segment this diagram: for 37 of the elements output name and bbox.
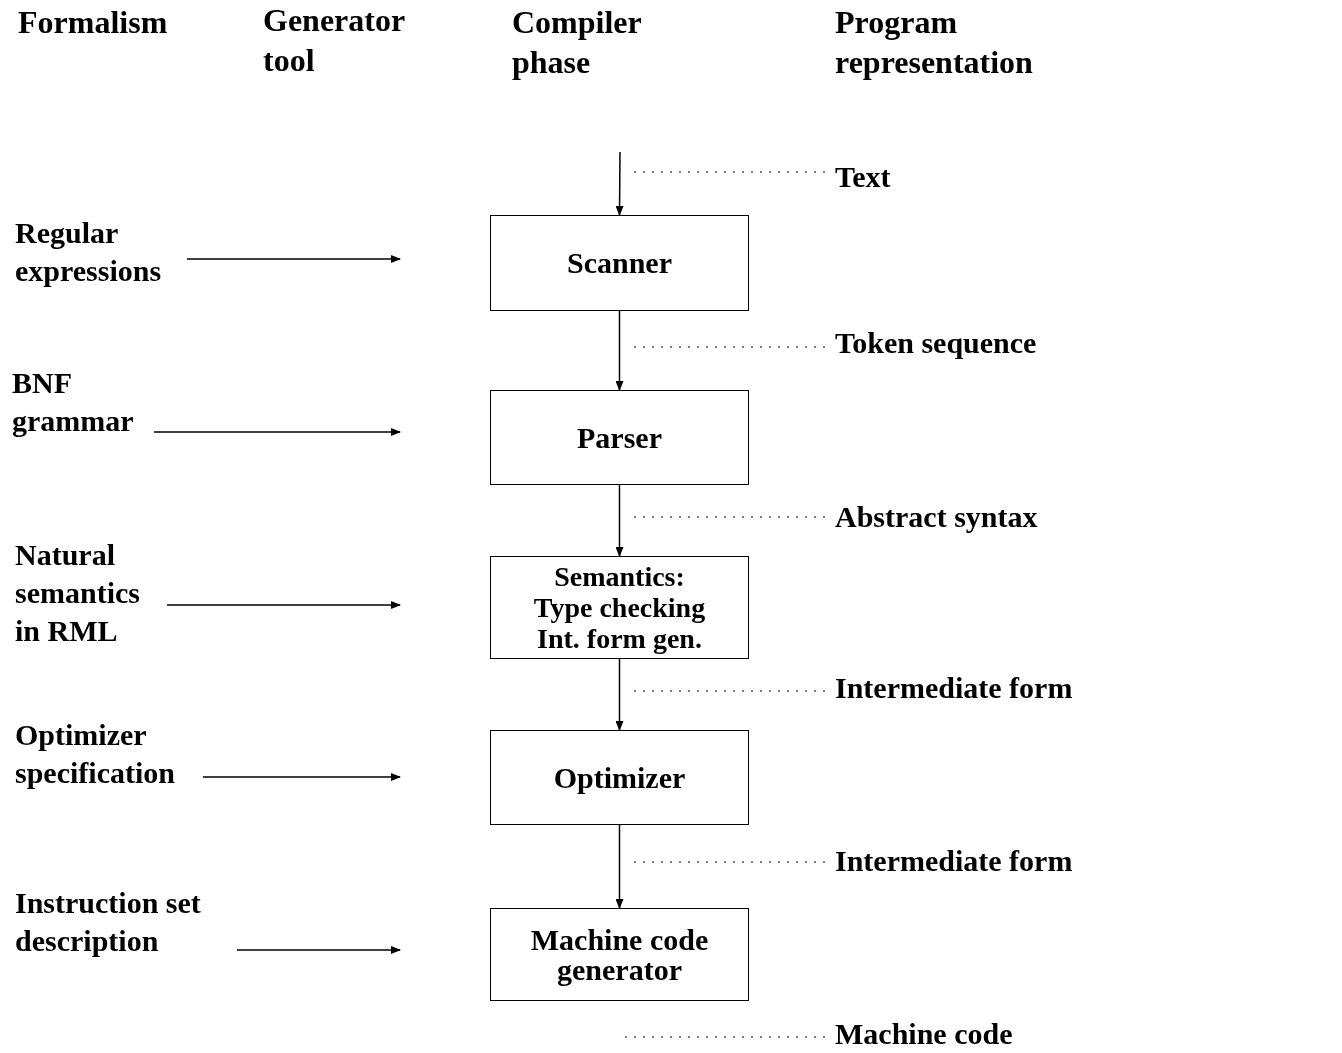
column-heading: Program representation: [835, 3, 1034, 82]
arrow: [615, 824, 624, 909]
phase-label: Semantics:: [554, 561, 685, 592]
phase-box: [490, 390, 749, 485]
phase-box: [490, 215, 749, 311]
formalism-label: Instruction set description: [15, 885, 202, 959]
representation-label: Token sequence: [835, 325, 1038, 361]
formalism-label: Regular expressions: [15, 215, 163, 289]
arrow: [153, 428, 401, 436]
phase-box: [490, 908, 749, 1001]
phase-box: [490, 556, 749, 659]
representation-label: Intermediate form: [835, 670, 1074, 706]
formalism-label: Optimizer specification: [15, 717, 176, 791]
formalism-label: BNF grammar: [12, 365, 135, 439]
representation-label: Machine code: [835, 1016, 1014, 1052]
arrow: [615, 151, 624, 216]
representation-label: Intermediate form: [835, 843, 1074, 879]
column-heading: Compiler phase: [512, 3, 643, 82]
column-heading: Formalism: [18, 3, 169, 42]
formalism-label: Natural semantics in RML: [15, 537, 141, 649]
arrow: [186, 255, 401, 263]
phase-label: Type checking: [533, 592, 706, 623]
arrow: [166, 601, 401, 609]
phase-label: Parser: [576, 422, 663, 453]
phase-label: Optimizer: [552, 762, 687, 793]
phase-label: Int. form gen.: [537, 623, 702, 654]
column-heading: Generator tool: [263, 1, 406, 80]
phase-label: Scanner: [566, 248, 673, 278]
arrow: [236, 946, 401, 954]
phase-box: [490, 730, 749, 825]
representation-label: Abstract syntax: [835, 499, 1039, 535]
arrow: [615, 658, 624, 731]
arrow: [615, 310, 624, 391]
representation-label: Text: [835, 159, 892, 195]
phase-label: Machine code generator: [529, 924, 710, 985]
arrow: [615, 484, 624, 557]
arrow: [202, 773, 401, 781]
